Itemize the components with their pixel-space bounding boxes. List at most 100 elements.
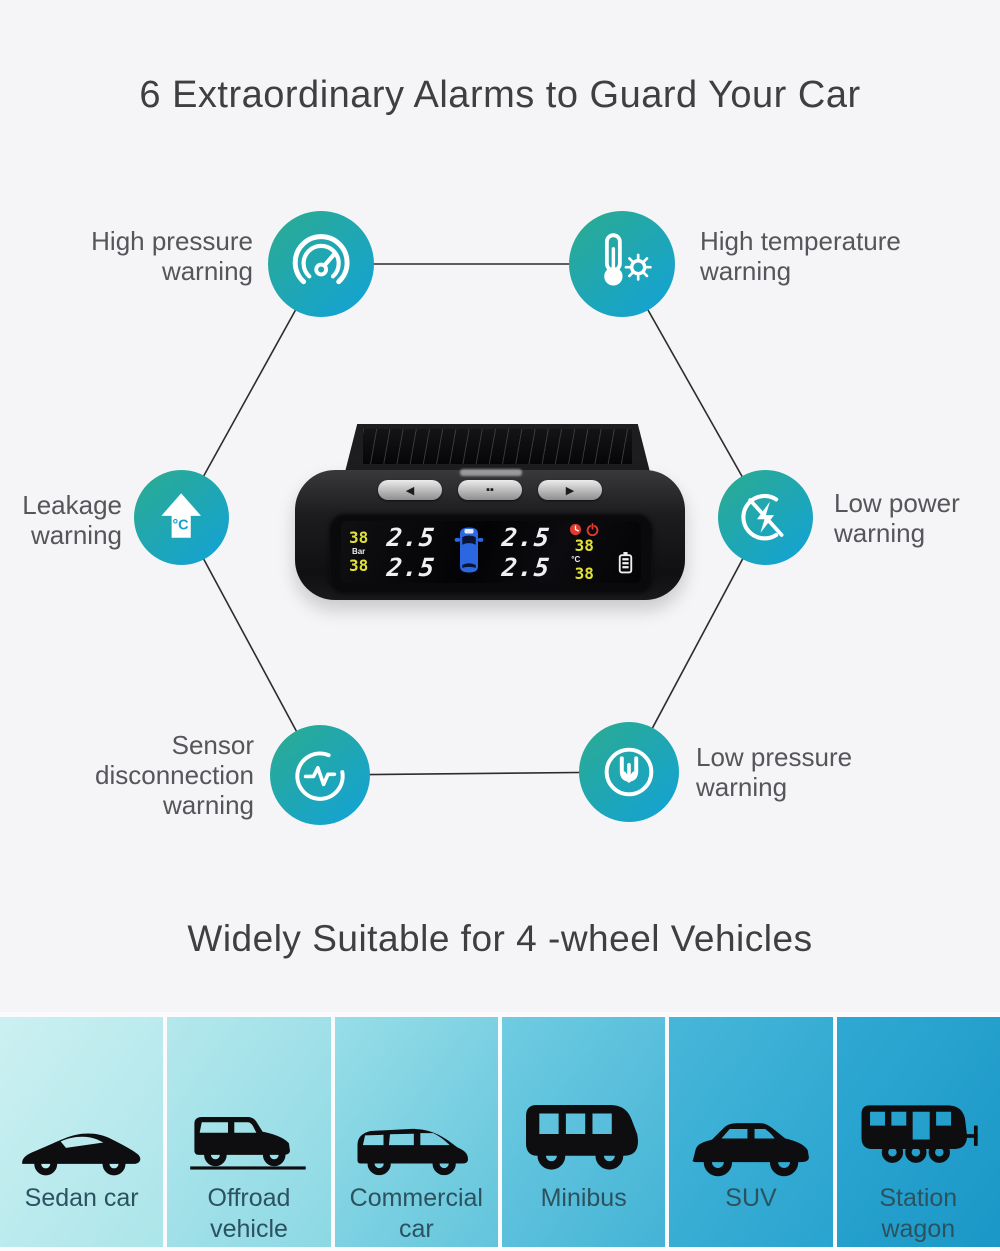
station-wagon-icon <box>861 1105 978 1163</box>
vehicle-label: Minibus <box>502 1183 665 1214</box>
car-icon <box>454 527 484 572</box>
lcd-display: 38 Bar 38 2.5 2.5 <box>341 521 641 583</box>
alarm-label-low-power: Low power warning <box>834 488 960 548</box>
power-alert-icon <box>586 522 599 536</box>
vehicle-label: Commercial car <box>335 1183 498 1245</box>
alert-status-icons <box>569 522 599 536</box>
gauge-icon <box>292 234 350 285</box>
right-temperatures: 38 °C 38 <box>569 522 599 583</box>
label-line: Sedan car <box>24 1184 139 1212</box>
temp-value: 38 <box>574 563 594 583</box>
high-pressure-badge <box>268 211 374 317</box>
offroad-vehicle-icon <box>190 1117 306 1170</box>
label-line: Offroad <box>207 1184 291 1212</box>
low-power-badge <box>718 470 813 565</box>
label-line: warning <box>162 790 254 820</box>
left-pressures: 2.5 2.5 <box>385 522 437 582</box>
battery-icon <box>618 552 633 574</box>
vehicle-strip: Sedan car Offroad vehicle <box>0 1012 1000 1251</box>
vehicle-icon-wrap <box>502 1063 665 1181</box>
label-line: warning <box>30 520 122 550</box>
car-top-view <box>454 525 484 580</box>
vehicle-panel-station-wagon: Station wagon <box>836 1017 1000 1247</box>
left-arrow-button: ◀ <box>378 480 442 500</box>
label-line: vehicle <box>210 1215 288 1243</box>
label-line: SUV <box>725 1184 777 1212</box>
minibus-icon <box>525 1105 638 1170</box>
left-temperatures: 38 Bar 38 <box>349 530 368 574</box>
vehicle-panel-minibus: Minibus <box>501 1017 666 1247</box>
vehicle-label: Station wagon <box>837 1183 1000 1245</box>
pressure-value: 2.5 <box>385 522 437 552</box>
brand-logo <box>460 469 522 476</box>
temp-value: 38 <box>574 535 594 555</box>
label-line: disconnection <box>95 760 254 790</box>
suv-icon <box>692 1123 809 1177</box>
no-power-icon <box>741 494 784 541</box>
label-line: wagon <box>881 1215 956 1243</box>
temp-value: 38 <box>349 528 369 547</box>
alarm-clock-icon <box>570 523 582 535</box>
label-line: Sensor <box>171 730 254 760</box>
commercial-car-icon <box>357 1128 469 1176</box>
vehicle-panel-suv: SUV <box>669 1017 833 1247</box>
vehicle-panel-offroad-vehicle: Offroad vehicle <box>167 1017 331 1247</box>
alarm-label-high-temperature: High temperature warning <box>700 226 901 286</box>
pressure-unit: Bar <box>351 547 366 556</box>
temp-unit: °C <box>571 554 581 564</box>
alarm-label-leakage: Leakage warning <box>22 490 122 550</box>
vehicles-title: Widely Suitable for 4 -wheel Vehicles <box>187 918 813 959</box>
pressure-value: 2.5 <box>500 552 553 582</box>
right-pressures: 2.5 2.5 <box>500 522 553 582</box>
battery-status <box>618 551 633 579</box>
vehicle-label: Sedan car <box>0 1183 163 1214</box>
vehicle-icon-wrap <box>167 1063 330 1181</box>
pulse-signal-icon <box>295 751 345 801</box>
up-arrow-celsius-icon: °C <box>161 493 202 539</box>
sensor-disconnection-badge <box>270 725 370 825</box>
label-line: warning <box>834 518 926 548</box>
vehicle-label: Offroad vehicle <box>167 1183 330 1245</box>
temp-value: 38 <box>349 556 369 575</box>
label-line: Low pressure <box>696 742 853 772</box>
vehicle-icon-wrap <box>335 1063 498 1181</box>
vehicle-icon-wrap <box>0 1063 163 1181</box>
alarms-title: 6 Extraordinary Alarms to Guard Your Car <box>139 74 861 116</box>
label-line: warning <box>161 256 253 286</box>
solar-panel <box>345 424 650 472</box>
device-buttons: ◀ ▪▪ ▶ <box>295 480 685 500</box>
vehicle-label: SUV <box>669 1183 832 1214</box>
vehicle-panel-sedan-car: Sedan car <box>0 1017 164 1247</box>
label-line: Commercial <box>349 1184 483 1212</box>
screen-bezel: 38 Bar 38 2.5 2.5 <box>329 512 653 592</box>
low-pressure-badge <box>579 722 679 822</box>
label-line: High temperature <box>700 226 901 256</box>
menu-button: ▪▪ <box>458 480 522 500</box>
solar-cells <box>363 429 632 464</box>
label-line: Station <box>879 1184 958 1212</box>
high-temperature-badge <box>569 211 675 317</box>
sedan-car-icon <box>21 1133 140 1176</box>
label-line: car <box>398 1215 434 1243</box>
pressure-value: 2.5 <box>385 552 437 582</box>
label-line: warning <box>696 772 788 802</box>
label-line: Minibus <box>540 1184 627 1212</box>
pressure-value: 2.5 <box>500 522 553 552</box>
label-line: High pressure <box>91 226 253 256</box>
device-body: ◀ ▪▪ ▶ 38 Bar 38 2.5 2.5 <box>295 469 685 600</box>
leakage-badge: °C <box>134 470 229 565</box>
vehicle-panel-commercial-car: Commercial car <box>334 1017 498 1247</box>
label-line: warning <box>700 256 792 286</box>
alarm-label-sensor-disconnection: Sensor disconnection warning <box>95 730 254 820</box>
down-valve-icon <box>604 747 654 797</box>
vehicle-icon-wrap <box>837 1063 1000 1181</box>
label-line: Leakage <box>22 490 122 520</box>
tpms-device: ◀ ▪▪ ▶ 38 Bar 38 2.5 2.5 <box>295 424 685 604</box>
vehicle-icon-wrap <box>669 1063 832 1181</box>
svg-text:°C: °C <box>173 518 189 534</box>
right-arrow-button: ▶ <box>538 480 602 500</box>
alarm-label-low-pressure: Low pressure warning <box>696 742 852 802</box>
alarm-label-high-pressure: High pressure warning <box>91 226 253 286</box>
thermometer-sun-icon <box>604 233 652 286</box>
